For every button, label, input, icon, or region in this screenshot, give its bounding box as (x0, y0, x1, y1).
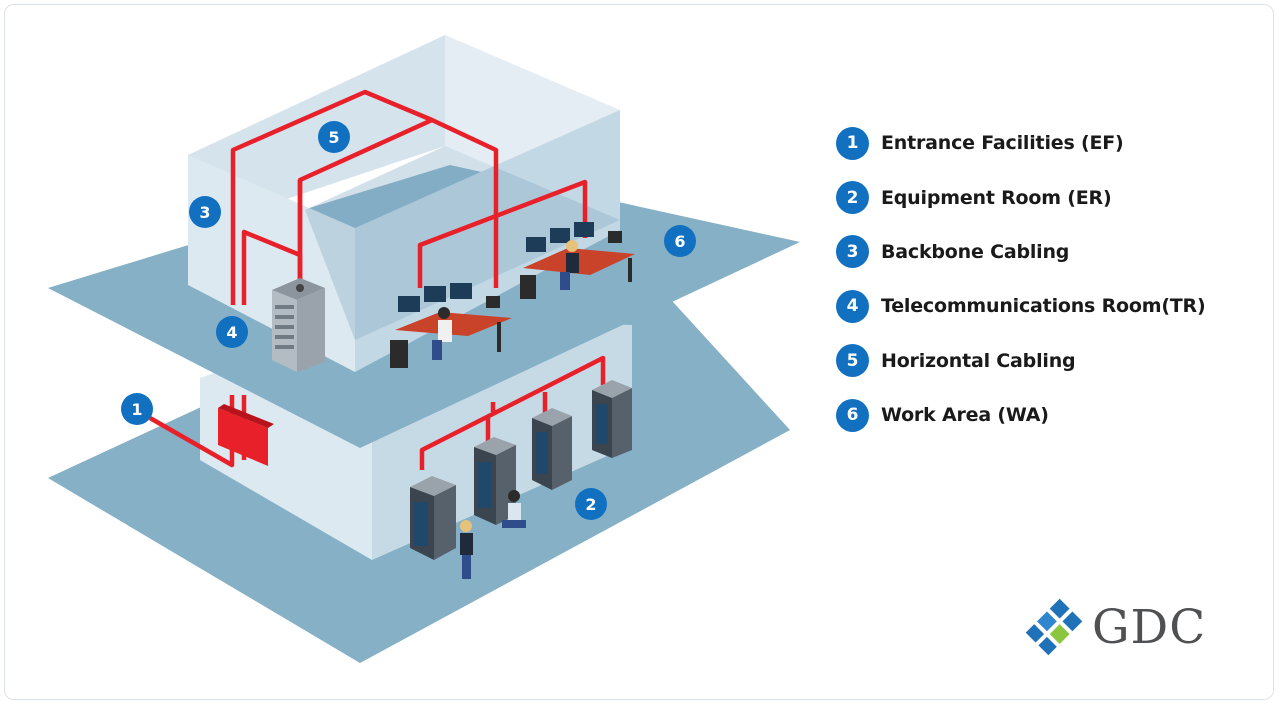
server-rack-icon (532, 408, 572, 490)
legend-label: Equipment Room (ER) (881, 186, 1112, 209)
brand-logo: GDC (1024, 597, 1206, 657)
upper-building-inner-floor (305, 146, 620, 340)
upper-building-back-left (188, 35, 445, 232)
workstation-desk-icon (390, 283, 512, 368)
upper-building-right-wall (355, 110, 620, 372)
diagram-marker-3-label: 3 (199, 203, 210, 222)
server-rack-icon (272, 278, 325, 372)
legend-item: 6 Work Area (WA) (836, 388, 1256, 442)
diagram-marker-5: 5 (318, 121, 350, 153)
diagram-marker-1: 1 (121, 393, 153, 425)
legend-number-badge: 1 (836, 126, 869, 160)
diagram-marker-4: 4 (216, 316, 248, 348)
legend-label: Backbone Cabling (881, 240, 1070, 263)
diagram-marker-2-label: 2 (585, 495, 596, 514)
legend-item: 5 Horizontal Cabling (836, 334, 1256, 388)
legend-label: Work Area (WA) (881, 404, 1049, 427)
legend-item: 4 Telecommunications Room(TR) (836, 279, 1256, 333)
diagram-marker-3: 3 (189, 196, 221, 228)
er-cable (419, 355, 606, 470)
legend-number-badge: 3 (836, 235, 869, 269)
legend-number-badge: 2 (836, 181, 869, 215)
gdc-logo-icon (1025, 598, 1083, 656)
diagram-marker-1-label: 1 (131, 400, 142, 419)
cable-runs (148, 89, 606, 470)
backbone-cable (230, 89, 499, 305)
diagram-marker-4-label: 4 (226, 323, 237, 342)
legend-number-badge: 5 (836, 344, 869, 378)
network-panel-icon (218, 404, 274, 466)
workstation-desk-icon (520, 222, 635, 299)
legend: 1 Entrance Facilities (EF) 2 Equipment R… (836, 116, 1256, 442)
legend-item: 2 Equipment Room (ER) (836, 170, 1256, 224)
work-area-cable-a (417, 179, 588, 288)
legend-label: Entrance Facilities (EF) (881, 132, 1124, 155)
technician-icon (460, 520, 473, 579)
technician-icon (502, 490, 526, 528)
server-rack-icon (592, 380, 632, 458)
legend-label: Telecommunications Room(TR) (881, 295, 1206, 318)
server-rack-icon (410, 476, 456, 560)
brand-name: GDC (1092, 599, 1207, 655)
legend-item: 3 Backbone Cabling (836, 225, 1256, 279)
legend-number-badge: 6 (836, 398, 869, 432)
diagram-marker-6: 6 (664, 225, 696, 257)
legend-item: 1 Entrance Facilities (EF) (836, 116, 1256, 170)
legend-number-badge: 4 (836, 289, 869, 323)
diagram-marker-2: 2 (575, 488, 607, 520)
legend-label: Horizontal Cabling (881, 349, 1076, 372)
diagram-marker-6-label: 6 (674, 232, 685, 251)
diagram-marker-5-label: 5 (328, 128, 339, 147)
